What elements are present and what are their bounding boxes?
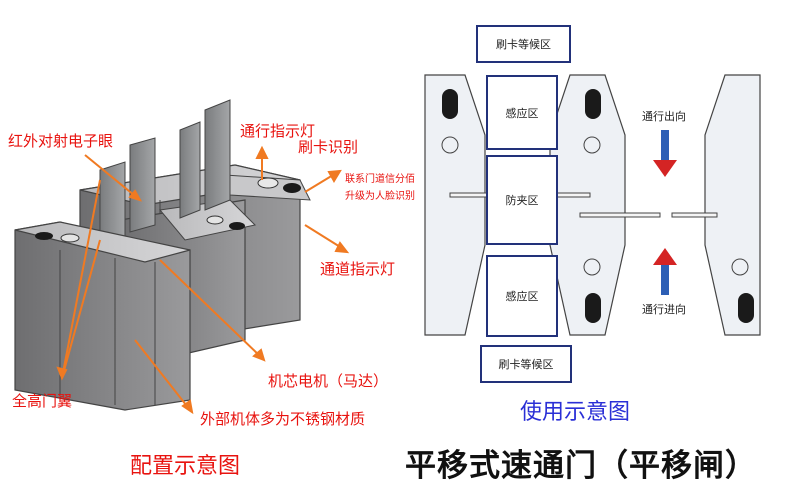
gate-wings [99,99,231,259]
card-readers [442,89,754,323]
annotation-arrows [56,145,350,415]
zone-sense-top: 感应区 [486,75,558,150]
label-infrared-sensor: 红外对射电子眼 [8,132,114,150]
zone-wait-top: 刷卡等候区 [476,25,571,63]
zone-sense-bottom: 感应区 [486,255,558,337]
main-title: 平移式速通门（平移闸） [405,448,757,484]
direction-arrows [653,130,677,295]
label-enter-direction: 通行进向 [642,303,686,316]
configuration-diagram: 红外对射电子眼 通行指示灯 刷卡识别 联系门道信分佰 升级为人脸识别 通道指示灯… [0,0,440,440]
usage-diagram: 刷卡等候区 感应区 防夹区 感应区 刷卡等候区 通行出向 通行进向 [410,15,800,395]
round-sensors [441,136,749,276]
label-exit-direction: 通行出向 [642,110,686,123]
label-lane-light: 通道指示灯 [320,260,396,278]
pillars [424,74,761,336]
zone-anti-pinch: 防夹区 [486,155,558,245]
front-cabinet [14,221,191,411]
caption-configuration: 配置示意图 [130,454,241,479]
label-motor: 机芯电机（马达） [268,372,389,390]
label-card-reader: 刷卡识别 [298,138,359,156]
label-upgrade-2: 升级为人脸识别 [345,191,415,202]
caption-usage: 使用示意图 [520,400,631,425]
gate-3d-illustration [14,99,350,415]
top-view-illustration [424,74,761,336]
label-housing: 外部机体多为不锈钢材质 [200,410,366,428]
label-full-wing: 全高门翼 [12,392,73,410]
sliding-wings [449,192,718,218]
zone-wait-bottom: 刷卡等候区 [480,345,572,383]
label-pass-light: 通行指示灯 [240,122,316,140]
label-upgrade-1: 联系门道信分佰 [345,174,415,185]
